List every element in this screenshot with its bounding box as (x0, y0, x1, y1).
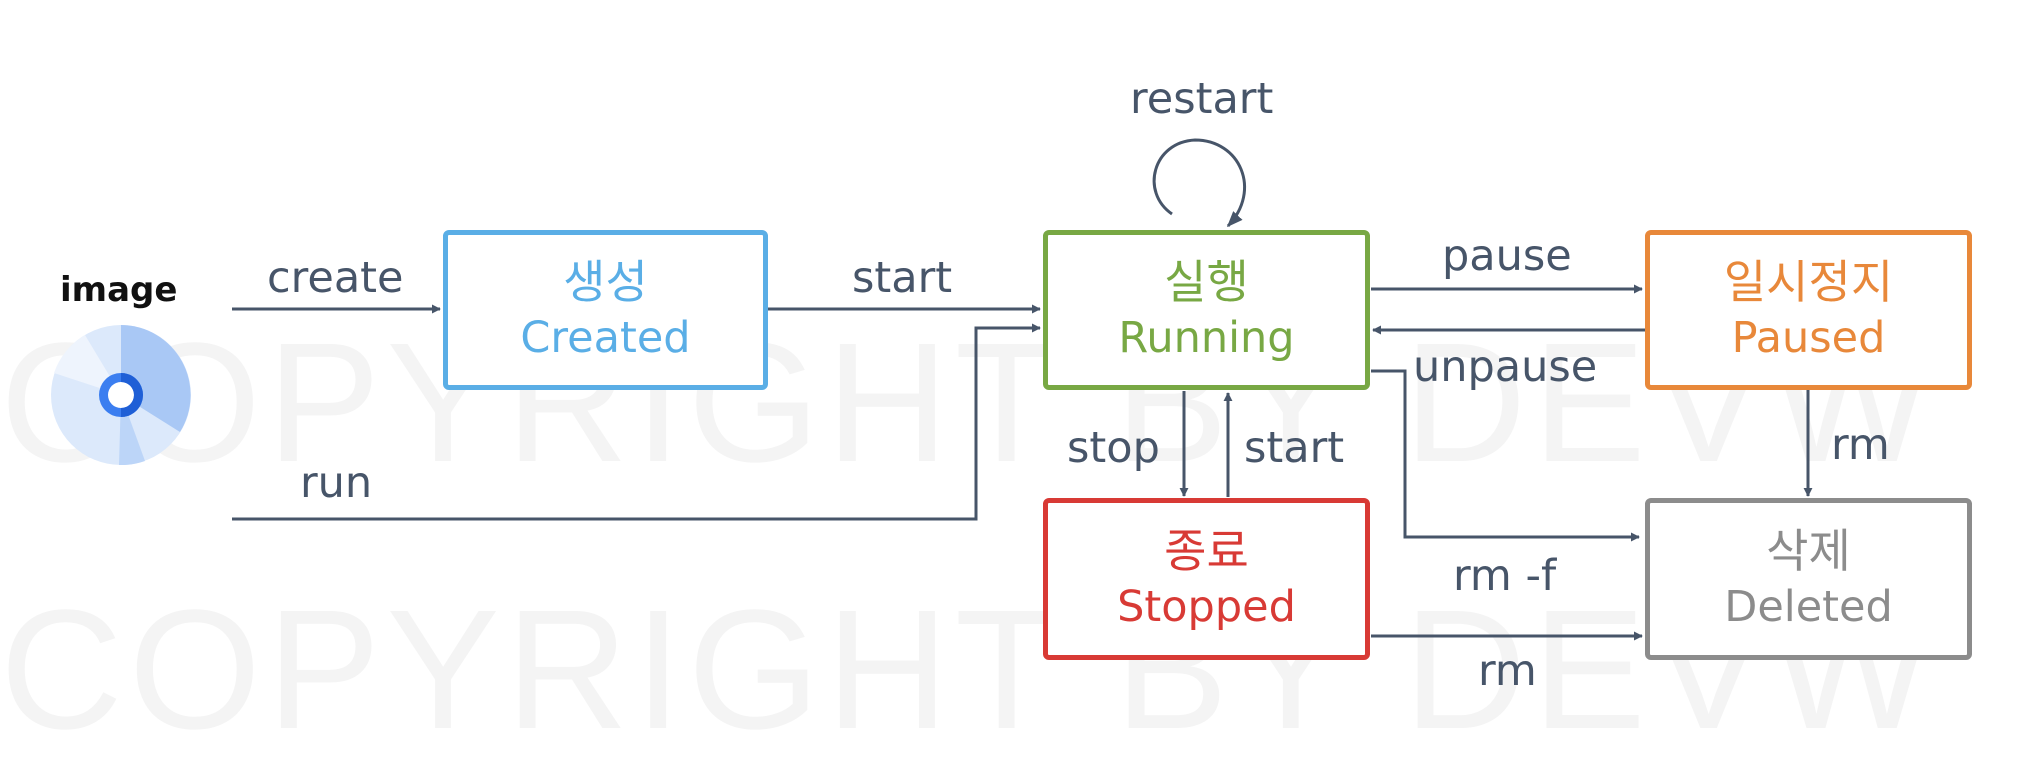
state-created-ko-label: 생성 (563, 255, 648, 310)
state-running-en-label: Running (1118, 312, 1295, 363)
label-unpause: unpause (1413, 342, 1598, 392)
state-deleted-en-label: Deleted (1724, 581, 1893, 632)
state-created: 생성 Created (443, 230, 768, 390)
label-pause: pause (1442, 231, 1572, 281)
state-paused-ko-label: 일시정지 (1723, 255, 1894, 310)
arrow-restart (1152, 138, 1246, 228)
label-rm-stopped: rm (1478, 646, 1537, 696)
label-restart: restart (1130, 74, 1274, 124)
image-label: image (60, 270, 178, 310)
label-run: run (300, 458, 373, 508)
label-rm-paused: rm (1831, 420, 1890, 470)
state-paused-en-label: Paused (1731, 312, 1886, 363)
state-deleted: 삭제 Deleted (1645, 498, 1972, 660)
label-stop: stop (1067, 423, 1160, 473)
label-rm-force: rm -f (1453, 551, 1557, 601)
state-created-en-label: Created (520, 312, 691, 363)
arrow-run (232, 323, 1041, 521)
disc-icon (51, 325, 191, 466)
label-start-created: start (852, 253, 953, 303)
state-running: 실행 Running (1043, 230, 1370, 390)
arrow-rm-force (1371, 369, 1640, 542)
state-stopped-ko-label: 종료 (1164, 524, 1249, 579)
state-deleted-ko-label: 삭제 (1766, 524, 1851, 579)
state-running-ko-label: 실행 (1164, 255, 1249, 310)
label-start-stopped: start (1244, 423, 1345, 473)
label-create: create (267, 253, 404, 303)
state-stopped: 종료 Stopped (1043, 498, 1370, 660)
state-stopped-en-label: Stopped (1117, 581, 1296, 632)
state-paused: 일시정지 Paused (1645, 230, 1972, 390)
